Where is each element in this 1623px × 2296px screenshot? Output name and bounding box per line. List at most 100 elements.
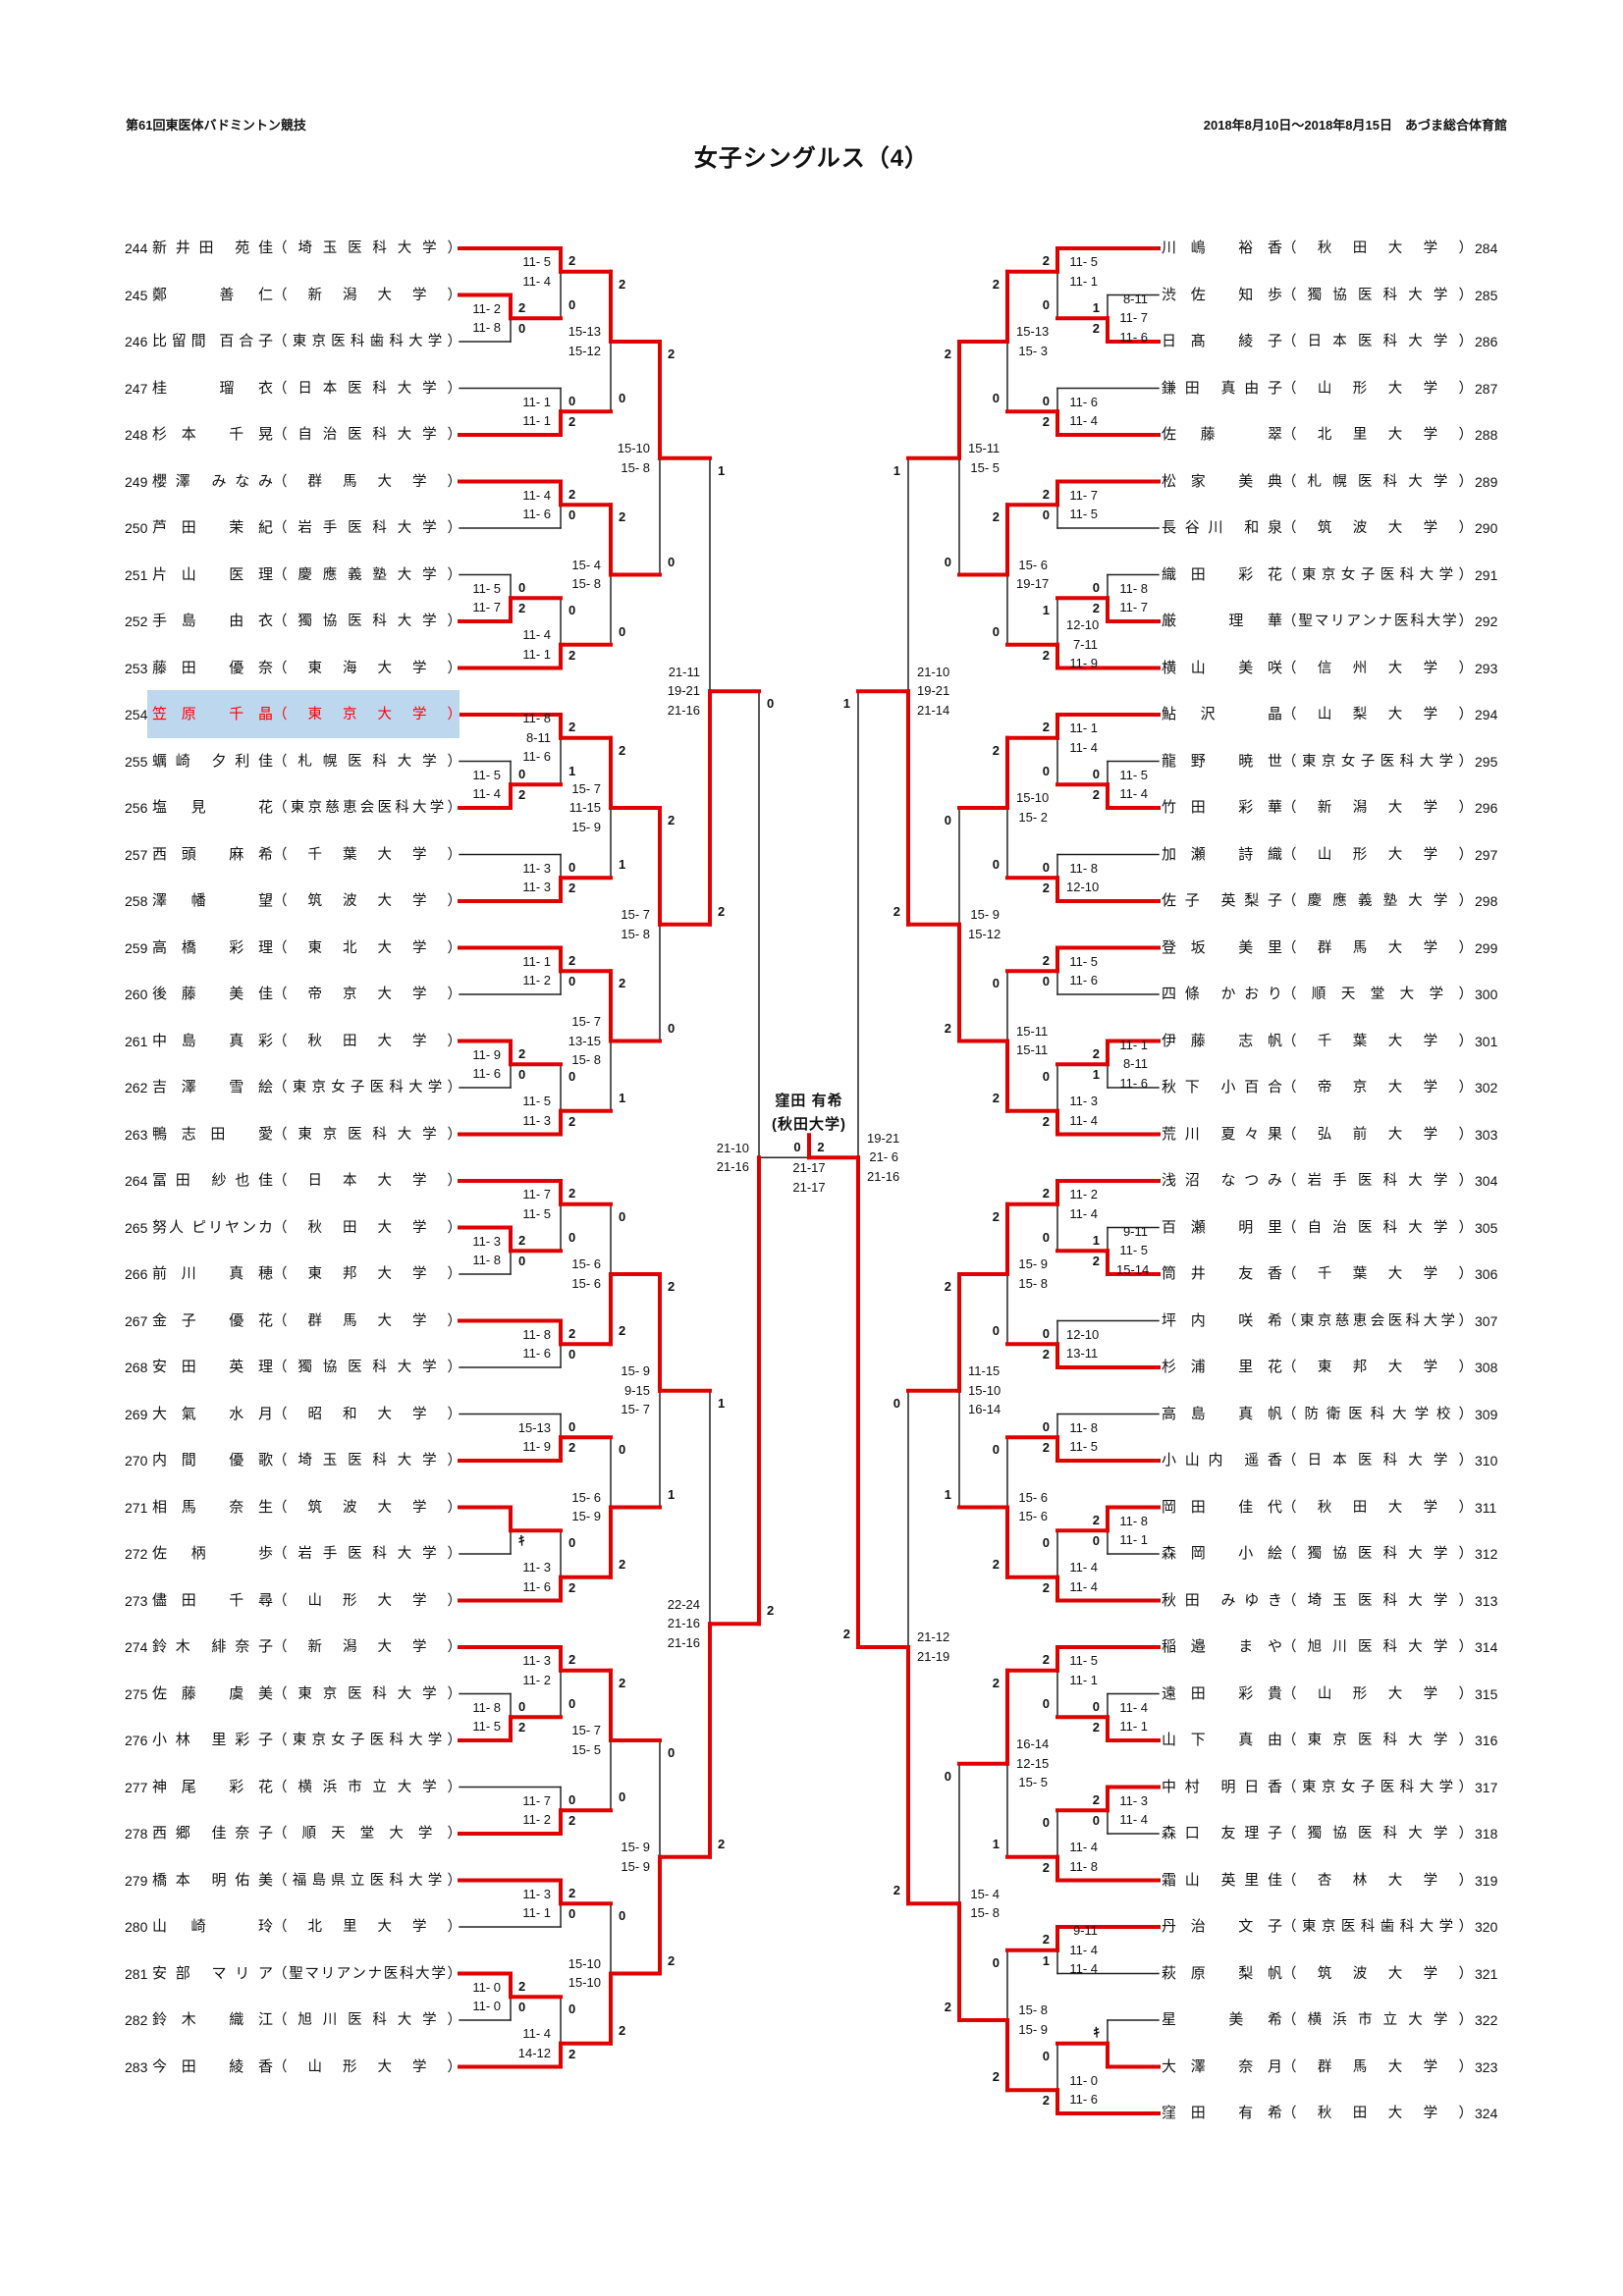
player-name: 澤幡 望	[152, 892, 273, 909]
game-count: 2	[568, 1813, 576, 1828]
set-score: 11- 1	[522, 646, 551, 662]
game-count: 2	[992, 1556, 1000, 1572]
game-count: 0	[568, 393, 576, 408]
player-name: 杉浦 里花	[1162, 1359, 1282, 1375]
player-school: 日本大学	[273, 1169, 461, 1193]
game-count: 2	[619, 1323, 626, 1339]
player-school: 東京女子医科大学	[1282, 563, 1473, 587]
set-score: 21-16	[667, 1634, 700, 1650]
player-name: 鴨志田 愛	[152, 1125, 273, 1143]
player-number: 297	[1475, 846, 1498, 863]
player-name: 森口 友理子	[1162, 1825, 1282, 1842]
player-number: 277	[125, 1779, 148, 1795]
set-score: 11- 8	[1119, 1513, 1148, 1528]
player-school: 東邦大学	[273, 1262, 461, 1286]
game-count: 0	[518, 1067, 526, 1082]
game-count: 2	[893, 1883, 900, 1898]
player-name: 荒川 夏々果	[1162, 1125, 1282, 1143]
player-school: 東海大学	[273, 657, 461, 680]
player-school: 横浜市立大学	[273, 1776, 461, 1799]
set-score: 11- 4	[1069, 1112, 1098, 1128]
player-school: 自治医科大学	[273, 423, 461, 447]
game-count: 2	[944, 1020, 951, 1036]
player-school: 防衛医科大学校	[1282, 1403, 1473, 1426]
set-score: 8-11	[525, 729, 551, 745]
set-score: 11- 8	[1069, 1858, 1098, 1874]
set-score: 15- 4	[970, 1886, 1000, 1901]
game-count: 2	[944, 2000, 951, 2014]
player-number: 283	[125, 2058, 148, 2075]
player-number: 292	[1475, 614, 1498, 629]
player-number: 300	[1475, 987, 1498, 1002]
set-score: 15- 7	[621, 907, 650, 922]
player-name: 稲邉 まや	[1162, 1638, 1282, 1655]
player-name: 高島 真帆	[1162, 1405, 1282, 1422]
game-count: 2	[992, 509, 1000, 525]
player-school: 昭和大学	[273, 1403, 461, 1426]
game-count: 0	[518, 1254, 526, 1268]
player-number: 255	[125, 753, 148, 770]
game-count: 2	[1042, 1859, 1050, 1875]
player-number: 246	[125, 334, 148, 349]
game-count: 2	[568, 1186, 576, 1201]
game-count: 2	[568, 1440, 576, 1455]
player-school: 埼玉医科大学	[273, 237, 461, 260]
set-score: 11- 5	[522, 1094, 551, 1108]
player-number: 323	[1475, 2058, 1498, 2075]
player-name: 相馬 奈生	[152, 1498, 273, 1516]
game-count: 2	[992, 1208, 1000, 1224]
player-school: 帝京大学	[273, 983, 461, 1006]
player-school: 獨協医科大学	[1282, 1822, 1473, 1845]
set-score: 11- 3	[522, 1112, 551, 1128]
player-number: 247	[125, 380, 148, 397]
player-school: 北里大学	[273, 1915, 461, 1939]
player-number: 302	[1475, 1080, 1498, 1095]
set-score: 15-14	[1116, 1261, 1150, 1277]
champion-name: 窪田 有希	[775, 1093, 843, 1110]
game-count: 2	[568, 1325, 576, 1341]
player-number: 324	[1475, 2106, 1498, 2121]
player-school: 秋田大学	[1282, 1496, 1473, 1520]
set-score: 15- 9	[1018, 2021, 1048, 2037]
player-name: 手島 由衣	[152, 613, 273, 629]
game-count: 0	[1042, 1230, 1050, 1246]
set-score: 11- 6	[522, 1346, 551, 1361]
player-school: 東京女子医科大学	[273, 1729, 461, 1752]
player-school: 新潟大学	[1282, 796, 1473, 820]
set-score: 15- 7	[571, 1723, 601, 1738]
set-score: 15- 5	[1018, 1775, 1048, 1790]
player-name: 坪内 咲希	[1162, 1311, 1282, 1329]
player-name: 松家 美典	[1162, 472, 1282, 490]
set-score: 21-10	[917, 664, 950, 679]
player-school: 弘前大学	[1282, 1123, 1473, 1147]
player-name: 窪田 有希	[1162, 2105, 1282, 2121]
player-number: 263	[125, 1126, 148, 1143]
player-school: 東京医科歯科大学	[1282, 1915, 1473, 1939]
game-count: 0	[1042, 764, 1050, 779]
player-number: 294	[1475, 707, 1498, 722]
player-number: 270	[125, 1453, 148, 1468]
set-score: 11- 8	[472, 320, 501, 335]
player-number: 251	[125, 566, 148, 583]
set-score: 11- 2	[522, 1812, 551, 1827]
player-name: 片山 医理	[152, 565, 273, 583]
player-name: 安田 英理	[152, 1359, 273, 1375]
set-score: 9-15	[623, 1382, 650, 1398]
player-school: 秋田大学	[1282, 2102, 1473, 2125]
game-count: 2	[944, 1279, 951, 1294]
player-number: 268	[125, 1360, 148, 1375]
game-count: 1	[992, 1836, 1000, 1851]
game-count: 2	[1092, 1045, 1100, 1061]
